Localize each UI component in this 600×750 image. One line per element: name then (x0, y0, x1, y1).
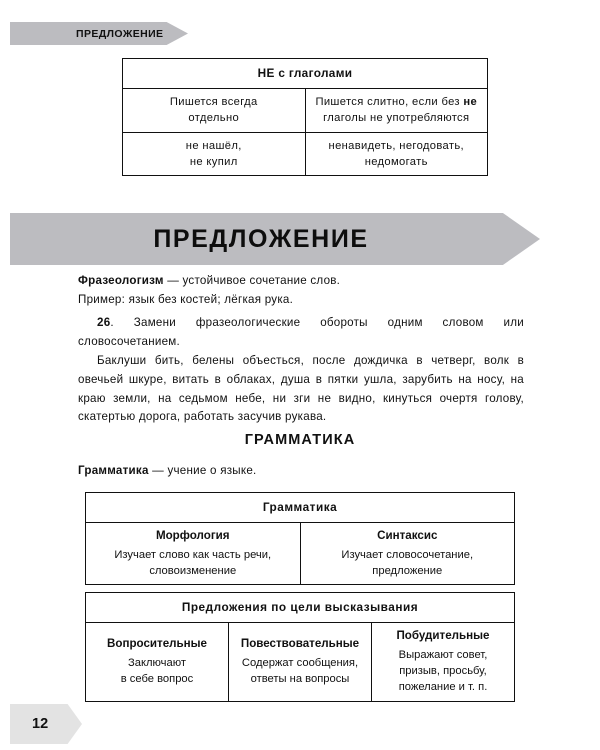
task-26: 26. Замени фразеологические обороты одни… (78, 314, 524, 352)
table-ne-header-rest: с глаголами (278, 66, 353, 80)
table-sentences-declarative-title: Повествовательные (240, 637, 360, 651)
table-sentence-purposes: Предложения по цели высказывания Вопроси… (85, 591, 515, 702)
definition-grammar: Грамматика — учение о языке. (78, 462, 524, 481)
table-ne-sep-line1: Пишется всегда (169, 96, 258, 109)
table-ne-example-separate: не нашёл, не купил (122, 131, 306, 177)
table-sentences-declarative-line1: Содержат сообщения, (241, 657, 359, 669)
table-grammar-syntax-line1: Изучает словосочетание, (341, 548, 474, 561)
table-row: Предложения по цели высказывания (85, 591, 515, 624)
definition-grammar-term: Грамматика (78, 464, 149, 477)
table-sentences-imperative-line2: призыв, просьбу, (399, 665, 487, 678)
table-grammar-syntax-title: Синтаксис (377, 529, 438, 543)
section-heading-grammar: ГРАММАТИКА (244, 432, 356, 448)
table-grammar-header: Грамматика (85, 491, 515, 524)
definition-grammar-text: — учение о языке. (148, 464, 257, 477)
table-grammar-syntax-line2: предложение (372, 565, 443, 578)
task-26-number: 26 (97, 316, 111, 329)
table-sentences-cell-declarative: Повествовательные Содержат сообщения, от… (228, 622, 372, 702)
definition-phraseologism-line1: Фразеологизм — устойчивое сочетание слов… (78, 272, 524, 291)
table-ne-tog-line1b: не (463, 96, 478, 109)
table-sentences-interrogative-line2: в себе вопрос (120, 673, 194, 686)
table-grammar-cell-morphology: Морфология Изучает слово как часть речи,… (85, 522, 301, 586)
page-number: 12 (32, 716, 49, 732)
table-ne-example-together: ненавидеть, негодовать, недомогать (304, 131, 488, 177)
table-ne-sep-line2: отдельно (188, 112, 240, 125)
table-row: Морфология Изучает слово как часть речи,… (85, 522, 515, 586)
table-sentences-imperative-title: Побудительные (396, 629, 490, 643)
table-ne-header-bold: НЕ (257, 66, 275, 80)
table-ne-tog-line2: глаголы не употребляются (323, 112, 470, 125)
table-ne-cell-together: Пишется слитно, если без не глаголы не у… (304, 88, 488, 133)
table-sentences-interrogative-title: Вопросительные (106, 637, 207, 651)
running-head-label: ПРЕДЛОЖЕНИЕ (76, 27, 164, 40)
definition-phraseologism-text: — устойчивое сочетание слов. (163, 274, 341, 287)
table-ne-ex-tog-line2: недомогать (364, 155, 428, 168)
table-grammar-morphology-line1: Изучает слово как часть речи, (114, 548, 272, 561)
table-sentences-imperative-line3: пожелание и т. п. (398, 681, 488, 694)
table-ne-tog-line1a: Пишется слитно, если без (315, 96, 464, 109)
section-banner: ПРЕДЛОЖЕНИЕ (10, 213, 540, 265)
definition-phraseologism: Фразеологизм — устойчивое сочетание слов… (78, 272, 524, 310)
running-head-tab: ПРЕДЛОЖЕНИЕ (10, 22, 188, 45)
table-sentences-cell-imperative: Побудительные Выражают совет, призыв, пр… (371, 622, 515, 702)
page-number-tag: 12 (10, 704, 82, 744)
table-ne-ex-sep-line2: не купил (189, 155, 238, 168)
table-row: НЕ с глаголами (122, 57, 488, 90)
table-sentences-cell-interrogative: Вопросительные Заключают в себе вопрос (85, 622, 229, 702)
definition-phraseologism-term: Фразеологизм (78, 274, 164, 287)
table-sentences-declarative-line2: ответы на вопросы (250, 673, 350, 686)
table-ne-ex-sep-line1: не нашёл, (185, 139, 242, 152)
table-sentences-imperative-line1: Выражают совет, (398, 648, 488, 661)
table-sentences-interrogative-line1: Заключают (128, 657, 186, 669)
table-grammar-morphology-line2: словоизменение (149, 565, 237, 578)
table-grammar-morphology-title: Морфология (155, 529, 230, 543)
table-ne-header: НЕ с глаголами (122, 57, 488, 90)
table-row: Вопросительные Заключают в себе вопрос П… (85, 622, 515, 702)
table-row: Грамматика (85, 491, 515, 524)
table-row: не нашёл, не купил ненавидеть, негодоват… (122, 131, 488, 177)
definition-phraseologism-example: Пример: язык без костей; лёгкая рука. (78, 292, 294, 306)
section-banner-title: ПРЕДЛОЖЕНИЕ (153, 224, 369, 253)
table-ne-with-verbs: НЕ с глаголами Пишется всегда отдельно П… (122, 57, 488, 177)
table-ne-ex-tog-line1: ненавидеть, негодовать, (328, 139, 464, 152)
table-sentences-header: Предложения по цели высказывания (85, 591, 515, 624)
task-26-text: . Замени фразеологические обороты одним … (78, 316, 524, 348)
table-grammar-cell-syntax: Синтаксис Изучает словосочетание, предло… (299, 522, 515, 586)
table-ne-cell-separate: Пишется всегда отдельно (122, 88, 306, 133)
idioms-paragraph: Баклуши бить, белены объесться, после до… (78, 354, 524, 424)
table-grammar: Грамматика Морфология Изучает слово как … (85, 491, 515, 586)
table-row: Пишется всегда отдельно Пишется слитно, … (122, 88, 488, 133)
